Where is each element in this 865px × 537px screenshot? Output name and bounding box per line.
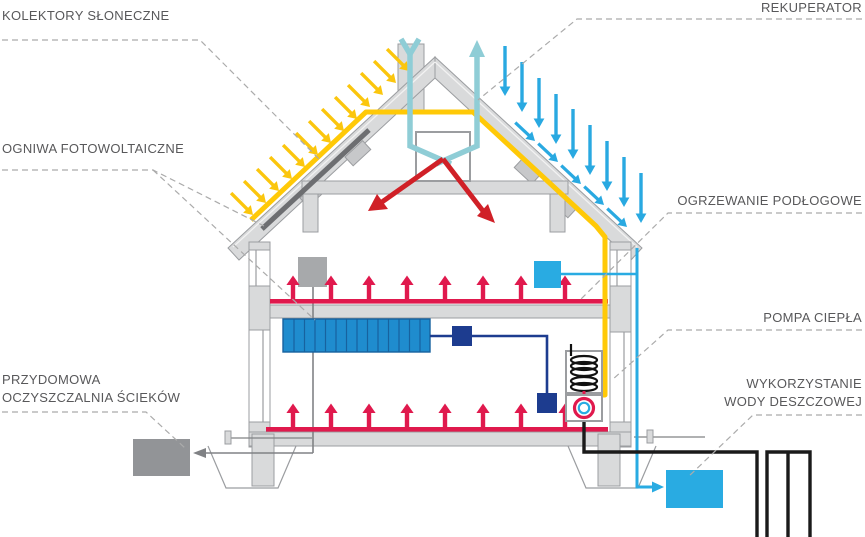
roof-right-sheathing-line bbox=[434, 61, 638, 248]
sun-ray bbox=[357, 69, 387, 99]
exhaust-arrowhead bbox=[469, 40, 485, 57]
heat-arrow bbox=[514, 403, 528, 428]
rain-arrow bbox=[618, 157, 630, 207]
attic-collar-beam bbox=[301, 180, 569, 195]
underfloor-heating-loop-ground bbox=[266, 427, 608, 432]
label-underfloor-heating: OGRZEWANIE PODŁOGOWE bbox=[677, 193, 862, 208]
heat-arrow bbox=[362, 275, 376, 300]
heat-arrow bbox=[438, 275, 452, 300]
sun-ray bbox=[292, 129, 322, 159]
sun-ray bbox=[266, 153, 296, 183]
right-lower-window bbox=[609, 331, 632, 423]
sun-ray bbox=[344, 81, 374, 111]
septic-tank bbox=[133, 439, 190, 476]
sun-ray bbox=[370, 57, 400, 87]
supply-air-left-head bbox=[368, 194, 388, 211]
underfloor-heating-loop-upper bbox=[270, 299, 608, 304]
right-foundation-pier bbox=[597, 433, 621, 487]
leader-floor-heating bbox=[580, 212, 862, 300]
sun-ray bbox=[253, 165, 283, 195]
leader-rainwater bbox=[687, 414, 862, 478]
leader-heat-pump bbox=[611, 329, 862, 381]
supply-air-right bbox=[441, 157, 485, 213]
leader-pv-battery bbox=[152, 169, 316, 321]
ground-floor-slab bbox=[248, 431, 632, 447]
heat-arrow bbox=[400, 403, 414, 428]
rain-arrow bbox=[550, 94, 562, 144]
leader-solar-collectors bbox=[2, 39, 323, 163]
leader-pv-panel bbox=[2, 169, 265, 227]
rainwater-appliance bbox=[534, 261, 561, 288]
purlin bbox=[344, 139, 372, 167]
sewage-flow-arrow bbox=[193, 448, 206, 458]
left-pipe-sleeve bbox=[224, 430, 232, 445]
pv-panel-strip bbox=[260, 128, 371, 231]
roof-left-sheathing-line bbox=[232, 61, 436, 248]
sun-ray bbox=[240, 177, 270, 207]
electric-device-appliance bbox=[537, 393, 557, 413]
heat-arrows-ground-floor bbox=[286, 403, 572, 428]
label-heat-pump: POMPA CIEPŁA bbox=[763, 310, 862, 325]
upper-floor-slab bbox=[269, 304, 611, 319]
rainwater-tank bbox=[666, 470, 723, 508]
rain-arrow bbox=[499, 46, 511, 96]
label-septic-line1: PRZYDOMOWA bbox=[2, 372, 101, 387]
rain-arrow bbox=[567, 109, 579, 159]
sun-ray bbox=[279, 141, 309, 171]
rain-arrow bbox=[516, 62, 528, 112]
supply-air-arrows bbox=[368, 156, 495, 223]
electric-device-inverter bbox=[452, 326, 472, 346]
rain-arrow bbox=[584, 125, 596, 175]
right-pipe-sleeve bbox=[646, 429, 654, 444]
electric-wiring bbox=[430, 334, 549, 393]
rain-arrow bbox=[533, 78, 545, 128]
rainwater-downpipe bbox=[635, 248, 652, 489]
battery-cell-dividers bbox=[293, 319, 421, 352]
heat-arrow bbox=[476, 403, 490, 428]
left-foundation-pit bbox=[207, 445, 297, 489]
heat-arrow bbox=[438, 403, 452, 428]
heat-arrow bbox=[324, 403, 338, 428]
rain-arrow bbox=[635, 173, 647, 223]
label-photovoltaic-cells: OGNIWA FOTOWOLTAICZNE bbox=[2, 141, 184, 156]
leader-lines bbox=[2, 18, 862, 478]
attic-post-right bbox=[549, 193, 566, 233]
sun-ray bbox=[331, 93, 361, 123]
heat-arrow bbox=[362, 403, 376, 428]
exhaust-duct bbox=[407, 50, 453, 167]
supply-air-left bbox=[380, 156, 445, 205]
attic-post-left bbox=[302, 193, 319, 233]
heat-arrow bbox=[286, 403, 300, 428]
roof-left-slope bbox=[227, 55, 436, 261]
label-rainwater-line1: WYKORZYSTANIE bbox=[746, 376, 862, 391]
intake-duct bbox=[434, 54, 480, 167]
circulation-pump-inner bbox=[577, 401, 591, 415]
ventilation-ducts bbox=[398, 37, 480, 167]
solar-collector-pipe bbox=[249, 109, 608, 398]
heat-arrow bbox=[400, 275, 414, 300]
heat-arrows-upper-floor bbox=[286, 275, 572, 300]
left-foundation-pier bbox=[251, 433, 275, 487]
right-foundation-pit bbox=[567, 445, 657, 489]
label-solar-collectors: KOLEKTORY SŁONECZNE bbox=[2, 8, 170, 23]
heat-arrow bbox=[514, 275, 528, 300]
label-recuperator: REKUPERATOR bbox=[761, 0, 862, 15]
left-lower-window bbox=[248, 329, 271, 423]
circulation-pump bbox=[572, 396, 596, 420]
leader-recuperator bbox=[477, 18, 862, 101]
intake-y-arrow bbox=[398, 37, 422, 56]
label-septic-line2: OCZYSZCZALNIA ŚCIEKÓW bbox=[2, 390, 181, 405]
leader-septic bbox=[2, 411, 186, 449]
heat-arrow bbox=[476, 275, 490, 300]
sun-ray bbox=[318, 105, 348, 135]
rain-arrow bbox=[601, 141, 613, 191]
sun-ray bbox=[305, 117, 335, 147]
right-upper-window bbox=[609, 249, 632, 287]
supply-air-right-head bbox=[477, 204, 495, 223]
sanitary-appliance bbox=[298, 257, 327, 287]
label-rainwater-line2: WODY DESZCZOWEJ bbox=[724, 394, 862, 409]
ground-loop-pipes bbox=[582, 418, 812, 537]
rainwater-flow-arrow bbox=[652, 481, 664, 493]
